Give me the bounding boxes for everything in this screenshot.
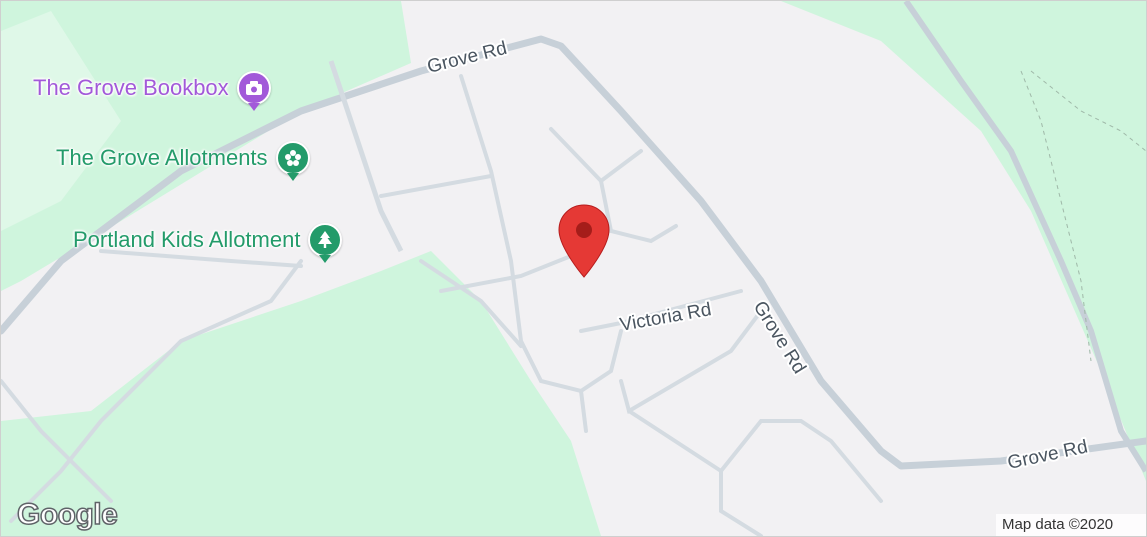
poi-label: The Grove Bookbox (33, 75, 229, 100)
footpath (1030, 70, 1146, 152)
tree-icon (308, 223, 343, 257)
google-logo[interactable]: Google (16, 497, 118, 532)
poi-portland-kids-allotment[interactable]: Portland Kids Allotment (73, 223, 343, 257)
flower-icon (275, 141, 310, 175)
poi-the-grove-allotments[interactable]: The Grove Allotments (56, 141, 310, 175)
road-east (903, 1, 1146, 473)
map-attribution[interactable]: Map data ©2020 (996, 514, 1146, 536)
road-label-grove-rd-north: Grove Rd (425, 38, 509, 78)
park-area-south-west (1, 251, 601, 536)
poi-the-grove-bookbox[interactable]: The Grove Bookbox (33, 71, 271, 105)
map-pin-icon[interactable] (557, 203, 611, 279)
park-area-north-east (781, 1, 1146, 481)
park-area-north-west (1, 1, 411, 291)
park-area-west-strip (1, 11, 121, 231)
minor-roads (1, 74, 883, 536)
poi-label: The Grove Allotments (56, 145, 268, 170)
camera-icon (236, 71, 271, 105)
footpath (1020, 70, 1092, 362)
poi-label: Portland Kids Allotment (73, 227, 301, 252)
road-label-victoria-rd: Victoria Rd (618, 299, 713, 336)
road-label-grove-rd-south: Grove Rd (1006, 436, 1090, 473)
road-grove-rd-main (1, 35, 1146, 470)
road-west-link (328, 60, 404, 253)
